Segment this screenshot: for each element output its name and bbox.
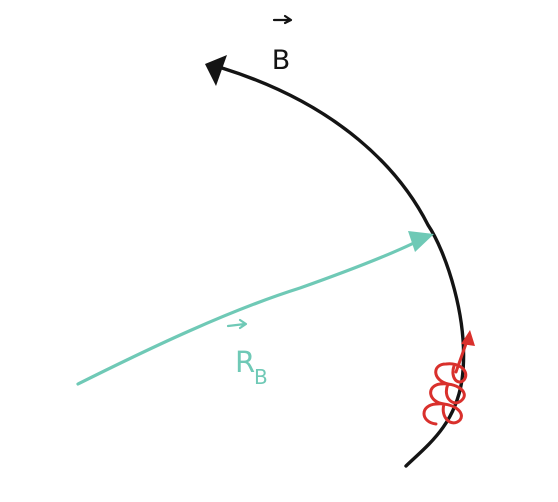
field-arrowhead xyxy=(205,55,227,86)
radius-vector-line xyxy=(76,238,422,386)
field-label: B xyxy=(272,14,293,76)
field-line-curve xyxy=(220,66,466,468)
radius-label: R B xyxy=(226,318,268,389)
coil-arrowhead xyxy=(461,330,475,346)
radius-vector-arrowhead xyxy=(408,231,434,252)
radius-label-subscript: B xyxy=(254,365,268,389)
radius-vector-mark xyxy=(226,318,248,330)
coil-spiral xyxy=(422,362,468,426)
field-line xyxy=(205,55,466,468)
field-label-text: B xyxy=(272,45,291,76)
field-vector-mark xyxy=(272,14,293,25)
radius-vector xyxy=(76,231,434,386)
radius-label-main: R xyxy=(235,345,255,379)
coil xyxy=(422,330,475,426)
